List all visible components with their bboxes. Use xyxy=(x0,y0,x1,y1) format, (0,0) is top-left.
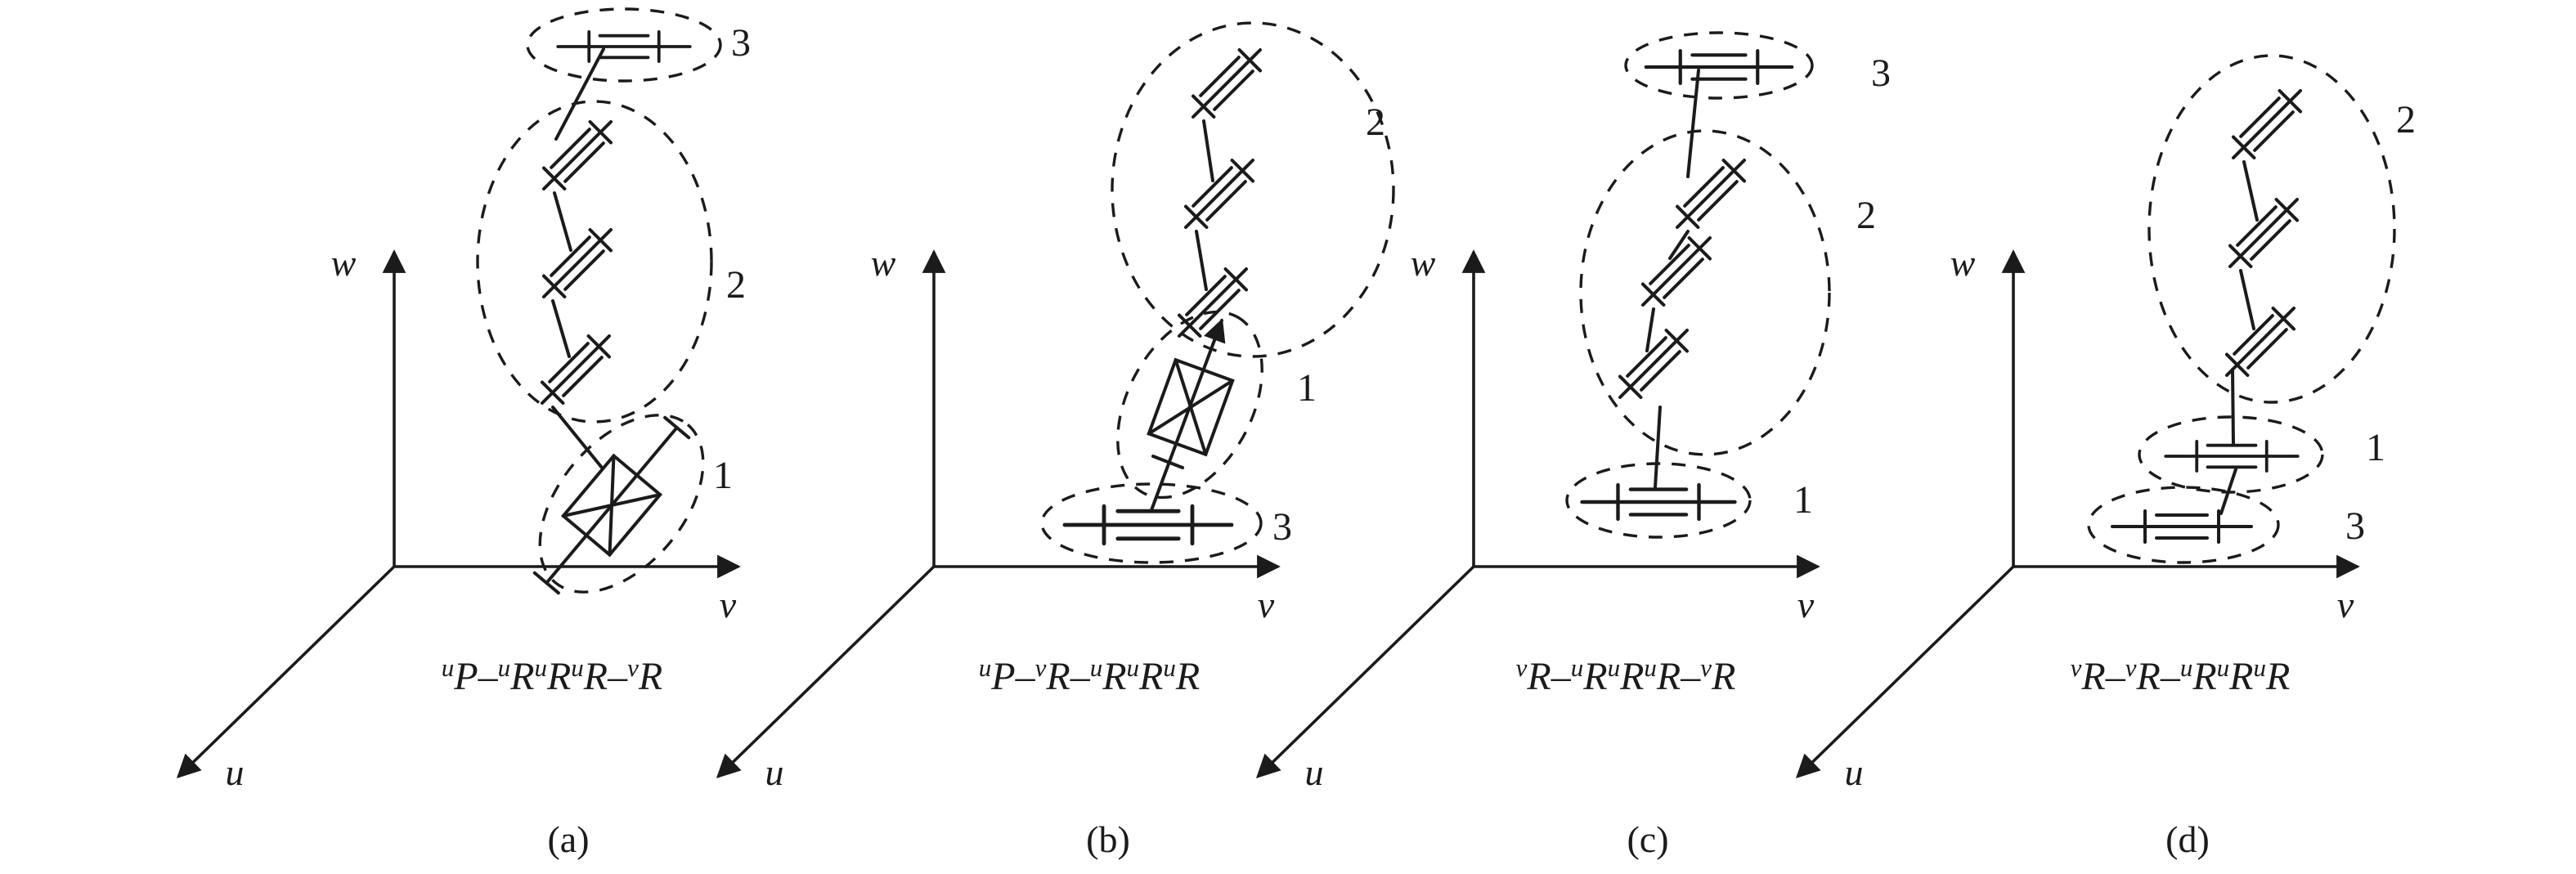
link xyxy=(1686,69,1700,178)
w-axis-label: w xyxy=(1411,242,1436,284)
group-label-2: 2 xyxy=(2396,98,2416,141)
prismatic-axis xyxy=(1150,318,1226,512)
u-axis-label: u xyxy=(1845,751,1864,793)
group-2-ellipse xyxy=(1579,129,1831,456)
revolute-joint xyxy=(1167,257,1259,348)
v-axis-label: v xyxy=(720,584,737,625)
group-label-3: 3 xyxy=(1871,52,1891,95)
revolute-joint xyxy=(1646,51,1793,83)
group-label-1: 1 xyxy=(1297,366,1317,410)
group-label-1: 1 xyxy=(713,454,733,497)
revolute-joint xyxy=(1608,318,1699,410)
chain-formula: uP–uRuRuR–vR xyxy=(442,653,662,698)
group-3-ellipse xyxy=(2087,486,2280,564)
link xyxy=(1645,307,1655,352)
revolute-joint xyxy=(532,110,623,201)
revolute-joint xyxy=(1174,148,1265,240)
revolute-joint xyxy=(2221,78,2313,170)
revolute-joint xyxy=(1631,226,1722,317)
group-label-3: 3 xyxy=(2345,504,2365,548)
chain-formula: vR–uRuRuR–vR xyxy=(1516,653,1736,698)
group-1-ellipse xyxy=(2138,415,2324,494)
group-3-ellipse xyxy=(1040,482,1263,564)
group-label-2: 2 xyxy=(1366,101,1385,144)
revolute-joint xyxy=(1665,148,1757,240)
u-axis xyxy=(1795,565,2015,779)
v-axis-label: v xyxy=(2337,584,2354,625)
chain-formula: vR–vR–uRuRuR xyxy=(2071,653,2291,698)
group-1-ellipse xyxy=(538,414,705,594)
axis-tick xyxy=(1151,455,1184,469)
diagram-d: w v u 2 1 3 vR–vR–uRuRuR (d) xyxy=(1795,54,2416,860)
u-axis-label: u xyxy=(765,751,784,793)
link xyxy=(2239,269,2255,330)
group-2-ellipse xyxy=(1111,21,1395,358)
chain-formula: uP–vR–uRuRuR xyxy=(979,653,1200,698)
diagram-a: w v u 3 2 1 uP–uRuRuR–vR (a) xyxy=(176,7,751,860)
diagram-b: w v u 2 1 3 uP–vR–uRuRuR (b) xyxy=(716,21,1395,860)
revolute-joint xyxy=(2164,440,2300,473)
revolute-joint xyxy=(2215,296,2306,388)
group-3-ellipse xyxy=(1624,31,1814,100)
link xyxy=(2219,468,2237,515)
link xyxy=(551,406,604,469)
group-label-1: 1 xyxy=(2366,426,2385,469)
group-3-ellipse xyxy=(526,7,722,83)
u-axis xyxy=(716,565,936,779)
link xyxy=(1654,406,1662,489)
diagram-c: w v u 3 2 1 vR–uRuRuR–vR (c) xyxy=(1255,31,1891,860)
group-label-2: 2 xyxy=(1856,194,1876,237)
group-2-ellipse xyxy=(2147,54,2396,404)
revolute-joint xyxy=(1065,506,1232,544)
revolute-joint xyxy=(2111,509,2253,544)
group-1-ellipse xyxy=(1116,310,1263,500)
revolute-joint xyxy=(2218,187,2309,279)
caption: (b) xyxy=(1086,818,1130,860)
w-axis-label: w xyxy=(871,242,896,284)
v-axis-label: v xyxy=(1797,584,1815,625)
u-axis-label: u xyxy=(1305,751,1324,793)
revolute-joint xyxy=(530,324,622,415)
caption: (d) xyxy=(2165,818,2210,860)
caption: (c) xyxy=(1627,818,1668,860)
u-axis xyxy=(1255,565,1475,779)
group-2-ellipse xyxy=(476,100,713,424)
revolute-joint xyxy=(1181,38,1272,129)
group-label-1: 1 xyxy=(1793,478,1813,522)
u-axis xyxy=(176,565,396,779)
revolute-joint xyxy=(1582,485,1735,519)
prismatic-joint xyxy=(521,406,702,604)
group-label-3: 3 xyxy=(731,21,751,65)
link xyxy=(1202,119,1214,182)
revolute-joint xyxy=(532,217,623,309)
group-label-3: 3 xyxy=(1272,505,1292,549)
link xyxy=(2242,160,2259,222)
w-axis-label: w xyxy=(1950,242,1976,284)
link xyxy=(554,47,605,141)
link xyxy=(551,299,571,358)
link xyxy=(1195,230,1208,291)
u-axis-label: u xyxy=(226,751,245,793)
w-axis-label: w xyxy=(331,242,357,284)
group-1-ellipse xyxy=(1565,462,1752,539)
caption: (a) xyxy=(547,818,589,860)
v-axis-label: v xyxy=(1258,584,1275,625)
link xyxy=(1668,230,1690,260)
group-label-2: 2 xyxy=(726,263,746,307)
link xyxy=(553,191,572,252)
prismatic-joint xyxy=(1147,358,1235,456)
revolute-joint xyxy=(556,30,692,63)
